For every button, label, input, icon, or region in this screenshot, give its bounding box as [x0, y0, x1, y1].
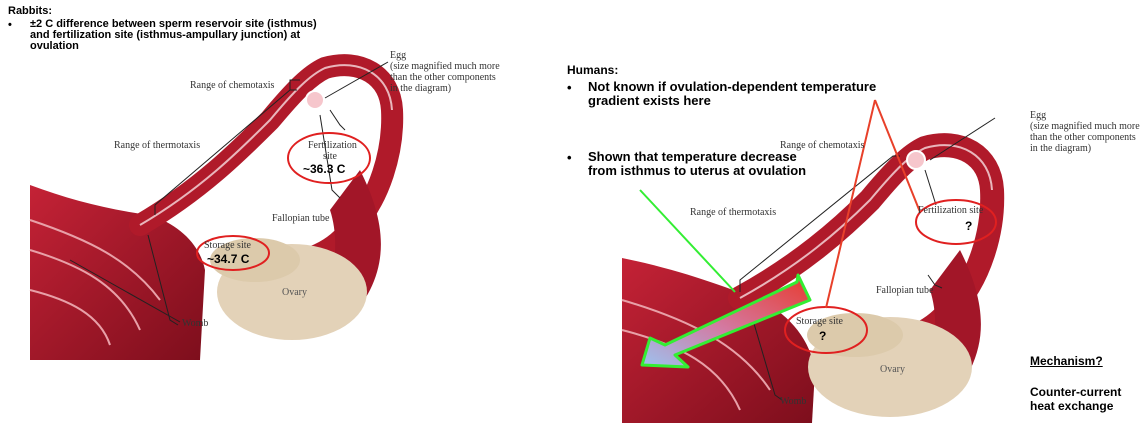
left-reproductive-illustration: [30, 62, 392, 360]
right-point-2: Shown that temperature decrease from ist…: [588, 150, 808, 178]
left-womb-label: Womb: [182, 318, 208, 329]
right-point-1: Not known if ovulation-dependent tempera…: [588, 80, 878, 108]
left-fallopian-label: Fallopian tube: [272, 213, 330, 224]
left-fertilization-label: Fertilization site: [308, 140, 352, 162]
left-heading: Rabbits:: [8, 5, 52, 17]
left-egg-shape: [306, 91, 324, 109]
right-egg-shape: [907, 151, 925, 169]
left-fertilization-temp: ~36.3 C: [303, 162, 345, 176]
left-egg-note: (size magnified much more than the other…: [390, 61, 500, 94]
right-heading: Humans:: [567, 63, 618, 77]
right-egg-note: (size magnified much more than the other…: [1030, 121, 1140, 154]
right-storage-q: ?: [819, 329, 826, 343]
left-storage-label: Storage site: [204, 240, 251, 251]
left-ovary-label: Ovary: [282, 287, 307, 298]
right-thermotaxis-label: Range of thermotaxis: [690, 207, 776, 218]
left-egg-label: Egg: [390, 50, 406, 61]
mechanism-answer: Counter-current heat exchange: [1030, 385, 1140, 413]
left-chemotaxis-label: Range of chemotaxis: [190, 80, 274, 91]
right-fertilization-label: Fertilization site: [918, 205, 993, 216]
left-storage-temp: ~34.7 C: [207, 252, 249, 266]
right-bullet-marker-2: •: [567, 150, 572, 165]
mechanism-title: Mechanism?: [1030, 354, 1103, 368]
right-chemotaxis-label: Range of chemotaxis: [780, 140, 864, 151]
right-fertilization-q: ?: [965, 219, 972, 233]
left-bullet-marker: •: [8, 19, 12, 31]
left-thermotaxis-label: Range of thermotaxis: [114, 140, 200, 151]
right-storage-label: Storage site: [796, 316, 843, 327]
right-ovary-label: Ovary: [880, 364, 905, 375]
right-fallopian-label: Fallopian tube: [876, 285, 934, 296]
right-bullet-marker-1: •: [567, 80, 572, 95]
left-bullet-text: ±2 C difference between sperm reservoir …: [30, 19, 325, 52]
right-egg-label: Egg: [1030, 110, 1046, 121]
right-womb-label: Womb: [780, 396, 806, 407]
